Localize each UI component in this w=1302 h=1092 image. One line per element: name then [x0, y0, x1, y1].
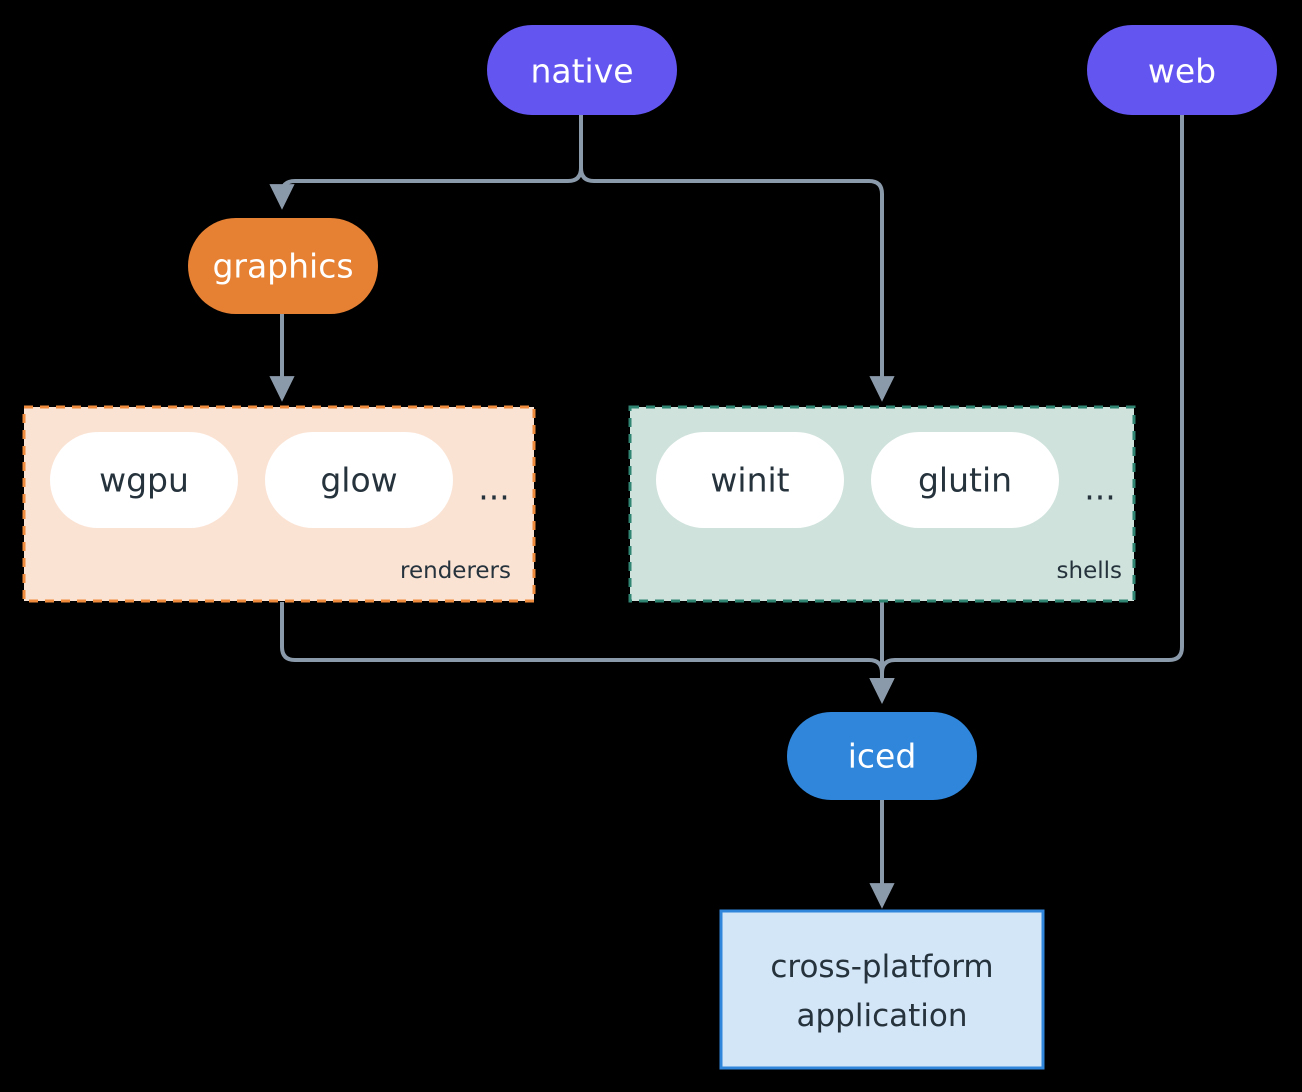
connector-layer [269, 114, 1184, 909]
node-iced-label: iced [848, 737, 917, 776]
edge-native-to-shells [579, 114, 895, 402]
shells-group-label: shells [1057, 558, 1122, 584]
node-iced[interactable]: iced [787, 712, 977, 800]
node-native-label: native [530, 52, 633, 91]
chip-wgpu-pill [50, 432, 238, 528]
chip-winit[interactable]: winit [656, 432, 844, 528]
node-graphics-label: graphics [212, 247, 353, 286]
group-renderers[interactable]: wgpu glow ... renderers [22, 405, 536, 603]
chip-wgpu[interactable]: wgpu [50, 432, 238, 528]
chip-glutin[interactable]: glutin [871, 432, 1059, 528]
node-web-label: web [1148, 52, 1216, 91]
renderers-group-label: renderers [400, 558, 511, 584]
node-native-pill [487, 25, 677, 115]
chip-glutin-label: glutin [918, 461, 1012, 500]
node-application-label-line-1: cross-platform [770, 949, 993, 985]
renderers-ellipsis: ... [478, 469, 509, 508]
chip-glow-pill [265, 432, 453, 528]
chip-winit-label: winit [710, 461, 789, 500]
edge-renderers-to-iced [280, 602, 895, 704]
node-native[interactable]: native [487, 25, 677, 115]
chip-wgpu-label: wgpu [99, 461, 189, 500]
node-application-label-line-2: application [797, 998, 968, 1034]
node-web[interactable]: web [1087, 25, 1277, 115]
node-web-pill [1087, 25, 1277, 115]
edge-web-to-iced [869, 114, 1184, 704]
chip-glow[interactable]: glow [265, 432, 453, 528]
node-iced-pill [787, 712, 977, 800]
edge-native-to-graphics [269, 114, 583, 210]
group-shells[interactable]: winit glutin ... shells [628, 405, 1136, 603]
node-application-box [719, 909, 1045, 1070]
node-graphics-pill [188, 218, 378, 314]
node-application[interactable]: cross-platform application [719, 909, 1045, 1070]
node-graphics[interactable]: graphics [188, 218, 378, 314]
chip-winit-pill [656, 432, 844, 528]
chip-glutin-pill [871, 432, 1059, 528]
chip-glow-label: glow [320, 461, 397, 500]
shells-ellipsis: ... [1084, 469, 1115, 508]
